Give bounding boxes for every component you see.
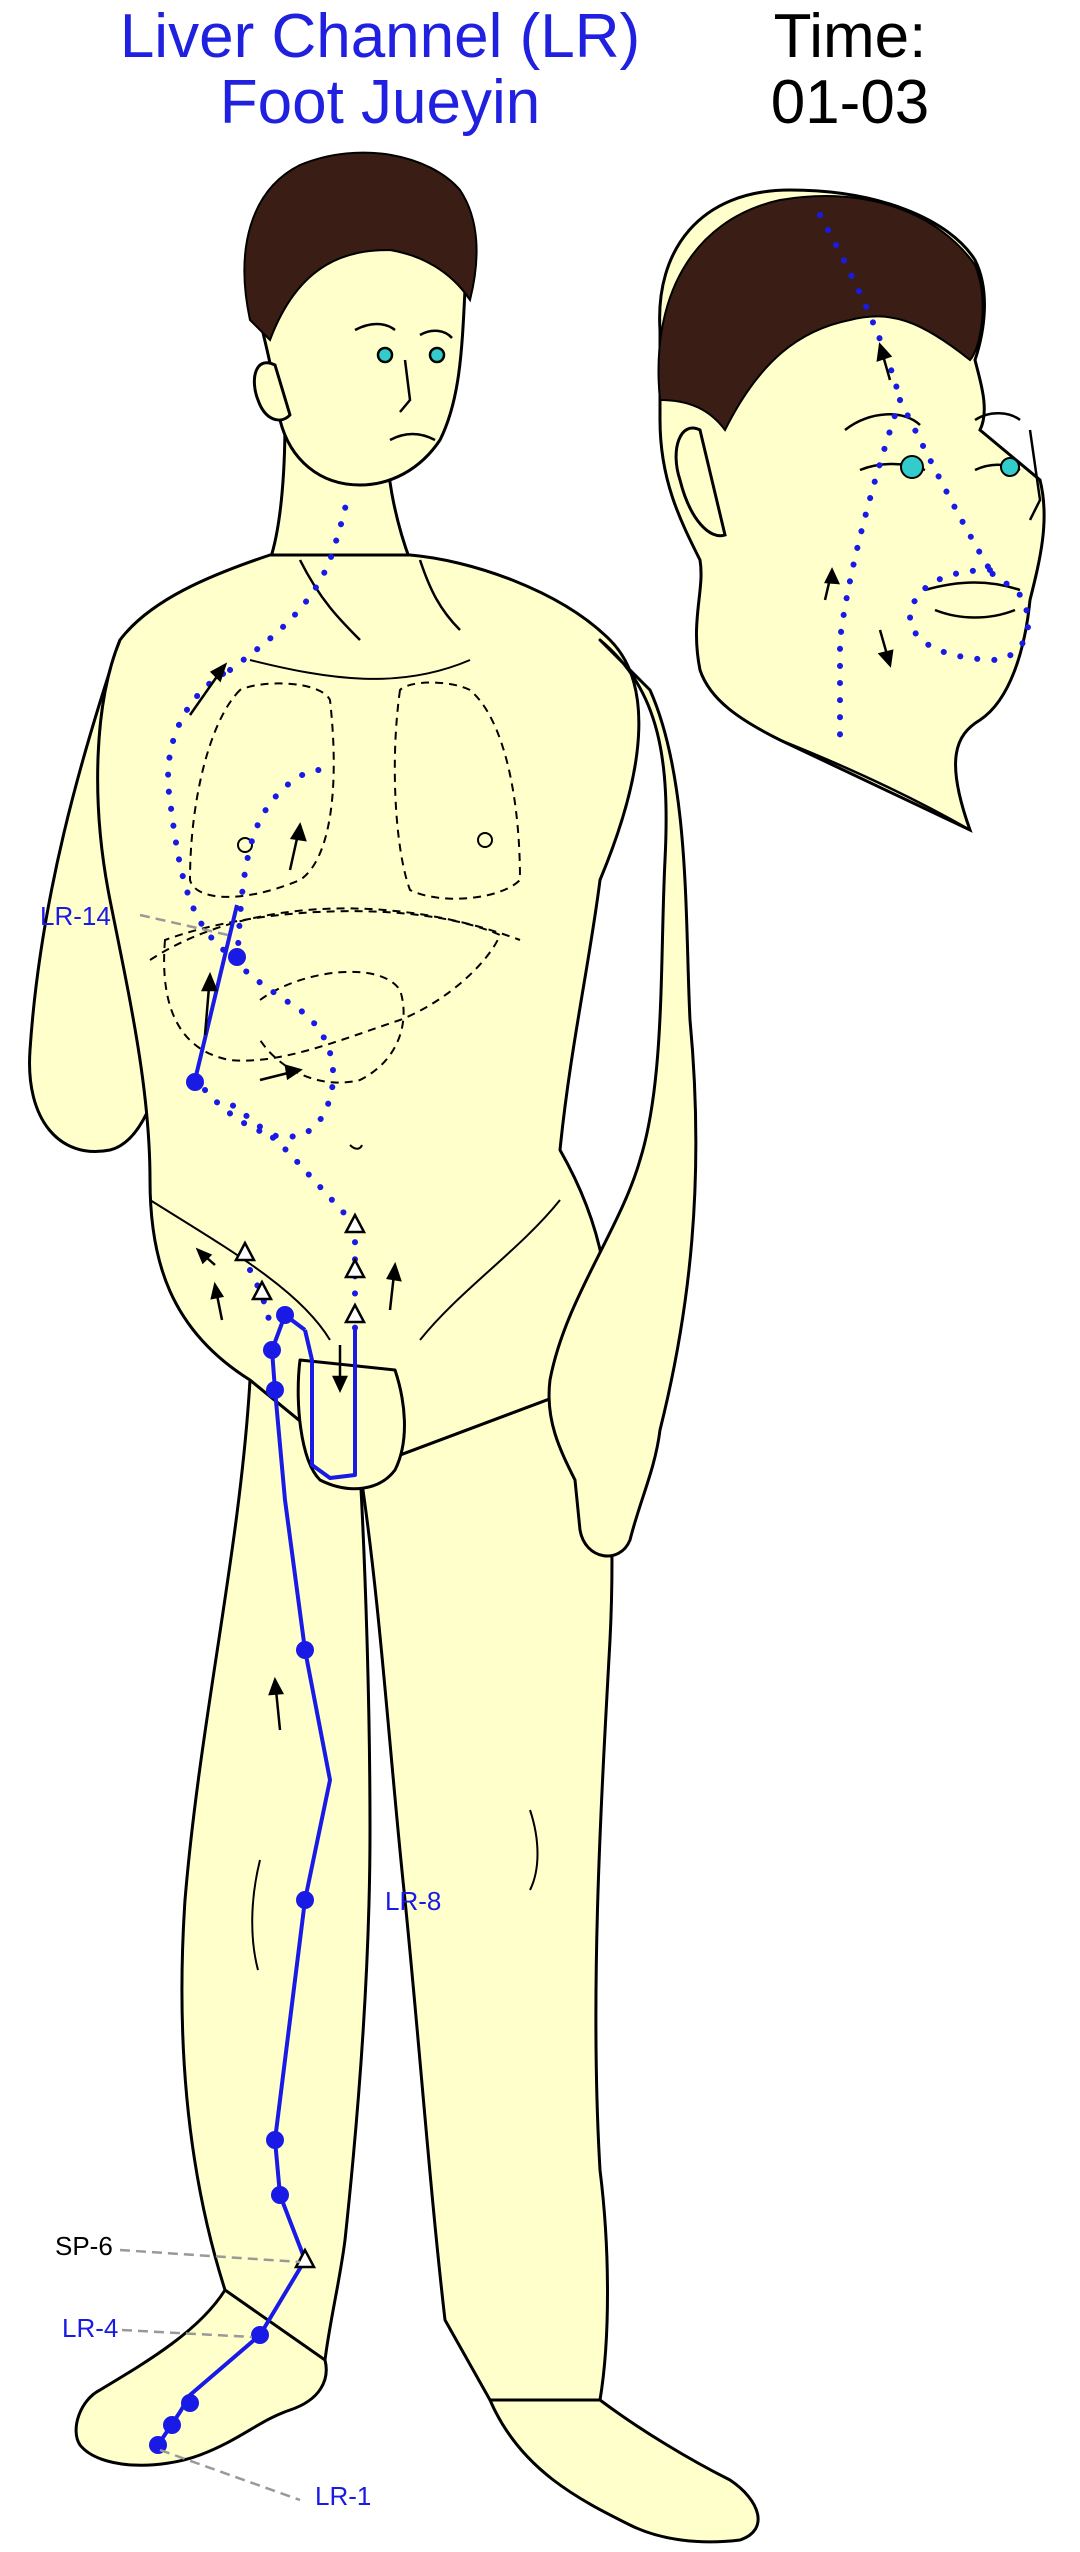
organ-outlines	[149, 681, 522, 1084]
diaphragm-outline	[149, 907, 521, 961]
head-detail-arrows	[823, 342, 894, 668]
label-lr1: LR-1	[315, 2481, 371, 2511]
acupoint-dots	[149, 948, 314, 2454]
point-lr8	[296, 1891, 314, 1909]
head-detail-hair	[657, 195, 984, 432]
title-line-1: Liver Channel (LR)	[119, 2, 641, 71]
torso-details	[149, 659, 561, 1971]
liver-outline	[163, 910, 502, 1062]
label-lr4: LR-4	[62, 2313, 118, 2343]
hair-main	[243, 151, 478, 342]
point-lr6	[271, 2186, 289, 2204]
head-detail-ear	[674, 426, 727, 538]
label-leaders	[119, 913, 301, 2502]
point-lr1	[149, 2436, 167, 2454]
point-lr11	[263, 1341, 281, 1359]
point-lr10	[266, 1381, 284, 1399]
face-details-main	[298, 322, 461, 641]
flow-arrows	[188, 662, 402, 1731]
triangle-point	[343, 1302, 367, 1324]
lung-left-outline	[393, 681, 522, 900]
triangle-point	[343, 1212, 367, 1234]
triangle-point	[233, 1240, 257, 1262]
body-silhouette	[28, 168, 760, 2544]
triangle-point-sp6	[293, 2247, 317, 2269]
lung-right-outline	[188, 682, 335, 898]
stomach-outline	[259, 970, 405, 1084]
point-lr13	[186, 1073, 204, 1091]
point-lr14	[228, 948, 246, 966]
point-lr2	[163, 2416, 181, 2434]
head-detail-dotted-channel	[817, 212, 1032, 743]
time-label: Time:	[773, 2, 927, 71]
time-value: 01-03	[770, 68, 930, 137]
head-detail-eye	[900, 455, 924, 479]
label-lr14: LR-14	[40, 901, 111, 931]
title-line-2: Foot Jueyin	[219, 68, 541, 137]
crossing-points	[233, 1212, 367, 2269]
triangle-point	[343, 1257, 367, 1279]
triangle-point	[250, 1279, 274, 1301]
point-lr4	[251, 2326, 269, 2344]
point-lr7	[266, 2131, 284, 2149]
point-lr3	[181, 2394, 199, 2412]
head-detail-eye	[1000, 457, 1020, 477]
point-lr12	[276, 1306, 294, 1324]
label-sp6: SP-6	[55, 2231, 113, 2261]
head-detail	[657, 188, 1046, 833]
point-lr9	[296, 1641, 314, 1659]
label-lr8: LR-8	[385, 1886, 441, 1916]
